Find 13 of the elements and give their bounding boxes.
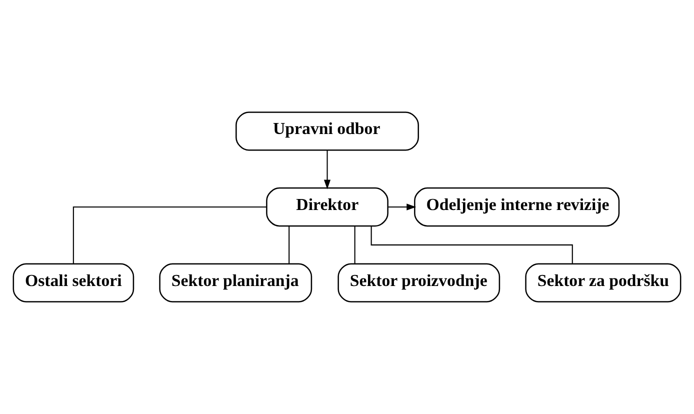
connector [370, 226, 573, 264]
connector [288, 226, 290, 264]
node-box: Upravni odbor [236, 112, 419, 151]
node-box: Sektor za podršku [525, 263, 682, 302]
arrow [388, 204, 416, 210]
node-box: Ostali sektori [12, 263, 134, 302]
node-box: Sektor planiranja [159, 263, 312, 302]
node-box: Sektor proizvodnje [338, 263, 500, 302]
connector [354, 226, 356, 264]
arrow [324, 150, 331, 190]
connector [72, 206, 266, 264]
node-box: Direktor [266, 187, 388, 227]
node-box: Odeljenje interne revizije [414, 187, 620, 227]
